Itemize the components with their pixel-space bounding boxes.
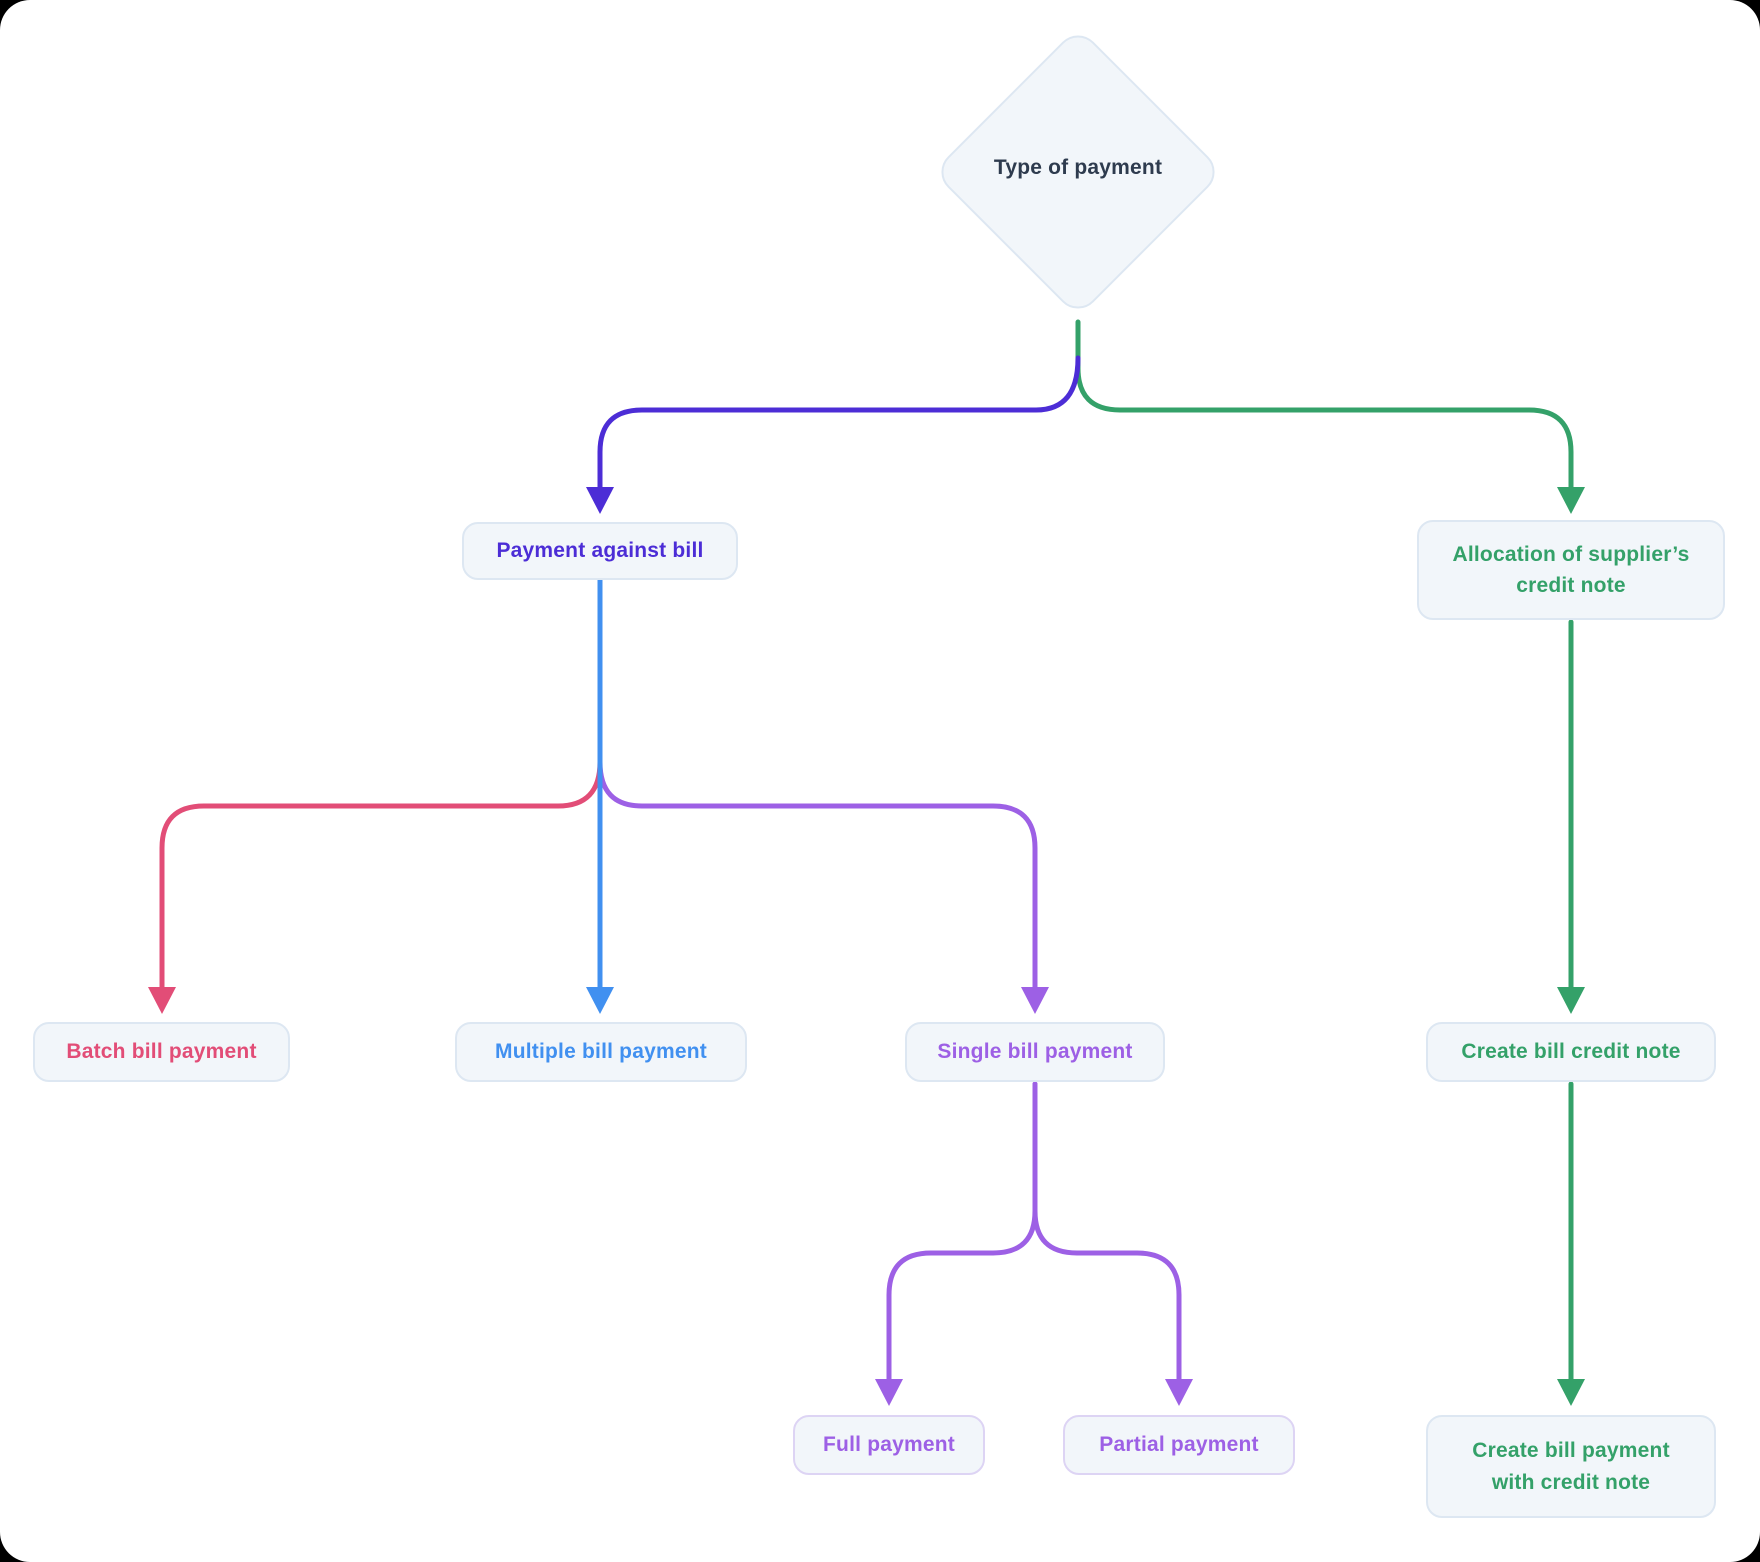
connector-root-to-payment bbox=[597, 355, 1081, 491]
node-create-bill-payment-label: Create bill payment with credit note bbox=[1472, 1435, 1670, 1498]
node-allocation-label-line2: credit note bbox=[1516, 574, 1626, 597]
node-create-bill-payment-label-line1: Create bill payment bbox=[1472, 1439, 1670, 1462]
connector-payment-to-batch bbox=[159, 759, 603, 991]
connector-root-to-allocation bbox=[1075, 319, 1574, 491]
node-payment-against-bill-label: Payment against bill bbox=[496, 539, 704, 563]
node-batch-bill-payment-label: Batch bill payment bbox=[66, 1040, 257, 1064]
node-create-bill-credit-note: Create bill credit note bbox=[1426, 1022, 1716, 1082]
connector-single-to-partial bbox=[1032, 1081, 1182, 1383]
connector-payment-to-single bbox=[597, 759, 1038, 991]
arrowhead-allocation-to-create-credit-note bbox=[1557, 987, 1585, 1014]
arrowhead-single-to-full bbox=[875, 1379, 903, 1406]
node-multiple-bill-payment-label: Multiple bill payment bbox=[495, 1040, 707, 1064]
node-create-bill-payment-label-line2: with credit note bbox=[1491, 1470, 1651, 1494]
node-allocation-of-suppliers-credit-note: Allocation of supplier’s credit note bbox=[1417, 520, 1725, 620]
node-full-payment: Full payment bbox=[793, 1415, 985, 1475]
arrowhead-single-to-partial bbox=[1165, 1379, 1193, 1406]
decision-type-of-payment: Type of payment bbox=[993, 156, 1163, 179]
node-payment-against-bill: Payment against bill bbox=[462, 522, 738, 580]
arrowhead-payment-to-multiple bbox=[586, 987, 614, 1014]
node-single-bill-payment-label: Single bill payment bbox=[937, 1040, 1133, 1064]
node-create-bill-credit-note-label: Create bill credit note bbox=[1461, 1040, 1681, 1064]
node-partial-payment: Partial payment bbox=[1063, 1415, 1295, 1475]
node-allocation-label-line1: Allocation of supplier’s bbox=[1452, 542, 1690, 566]
node-allocation-label: Allocation of supplier’s credit note bbox=[1453, 539, 1690, 602]
arrowhead-payment-to-batch bbox=[148, 987, 176, 1014]
node-partial-payment-label: Partial payment bbox=[1099, 1433, 1259, 1457]
arrowhead-root-to-allocation bbox=[1557, 487, 1585, 514]
arrowhead-create-credit-note-to-create-payment bbox=[1557, 1379, 1585, 1406]
connector-single-to-full bbox=[886, 1081, 1038, 1383]
node-multiple-bill-payment: Multiple bill payment bbox=[455, 1022, 747, 1082]
node-single-bill-payment: Single bill payment bbox=[905, 1022, 1165, 1082]
arrowhead-root-to-payment bbox=[586, 487, 614, 514]
node-full-payment-label: Full payment bbox=[823, 1433, 955, 1457]
node-batch-bill-payment: Batch bill payment bbox=[33, 1022, 290, 1082]
node-create-bill-payment-with-credit-note: Create bill payment with credit note bbox=[1426, 1415, 1716, 1518]
arrowhead-payment-to-single bbox=[1021, 987, 1049, 1014]
